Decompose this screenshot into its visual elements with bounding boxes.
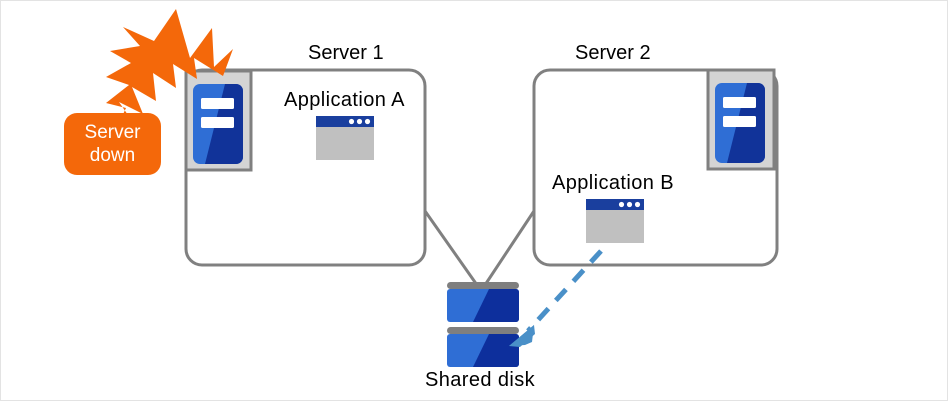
connector-server2-to-disk <box>483 173 536 286</box>
application-window-icon <box>316 116 374 160</box>
dashed-access-arrow <box>509 249 603 347</box>
application-b-label: Application B <box>552 172 674 194</box>
application-a-label: Application A <box>284 89 405 111</box>
shared-disk-label: Shared disk <box>425 369 536 391</box>
connector-server1-to-disk <box>423 173 479 286</box>
status-badge <box>64 113 161 175</box>
lightning-burst-icon <box>106 9 233 125</box>
application-window-icon <box>586 199 644 243</box>
server-2-title: Server 2 <box>575 42 651 64</box>
server-icon <box>706 68 776 171</box>
server-icon <box>184 69 253 172</box>
server-1-title: Server 1 <box>308 42 384 64</box>
disk-stack-icon <box>447 282 519 367</box>
